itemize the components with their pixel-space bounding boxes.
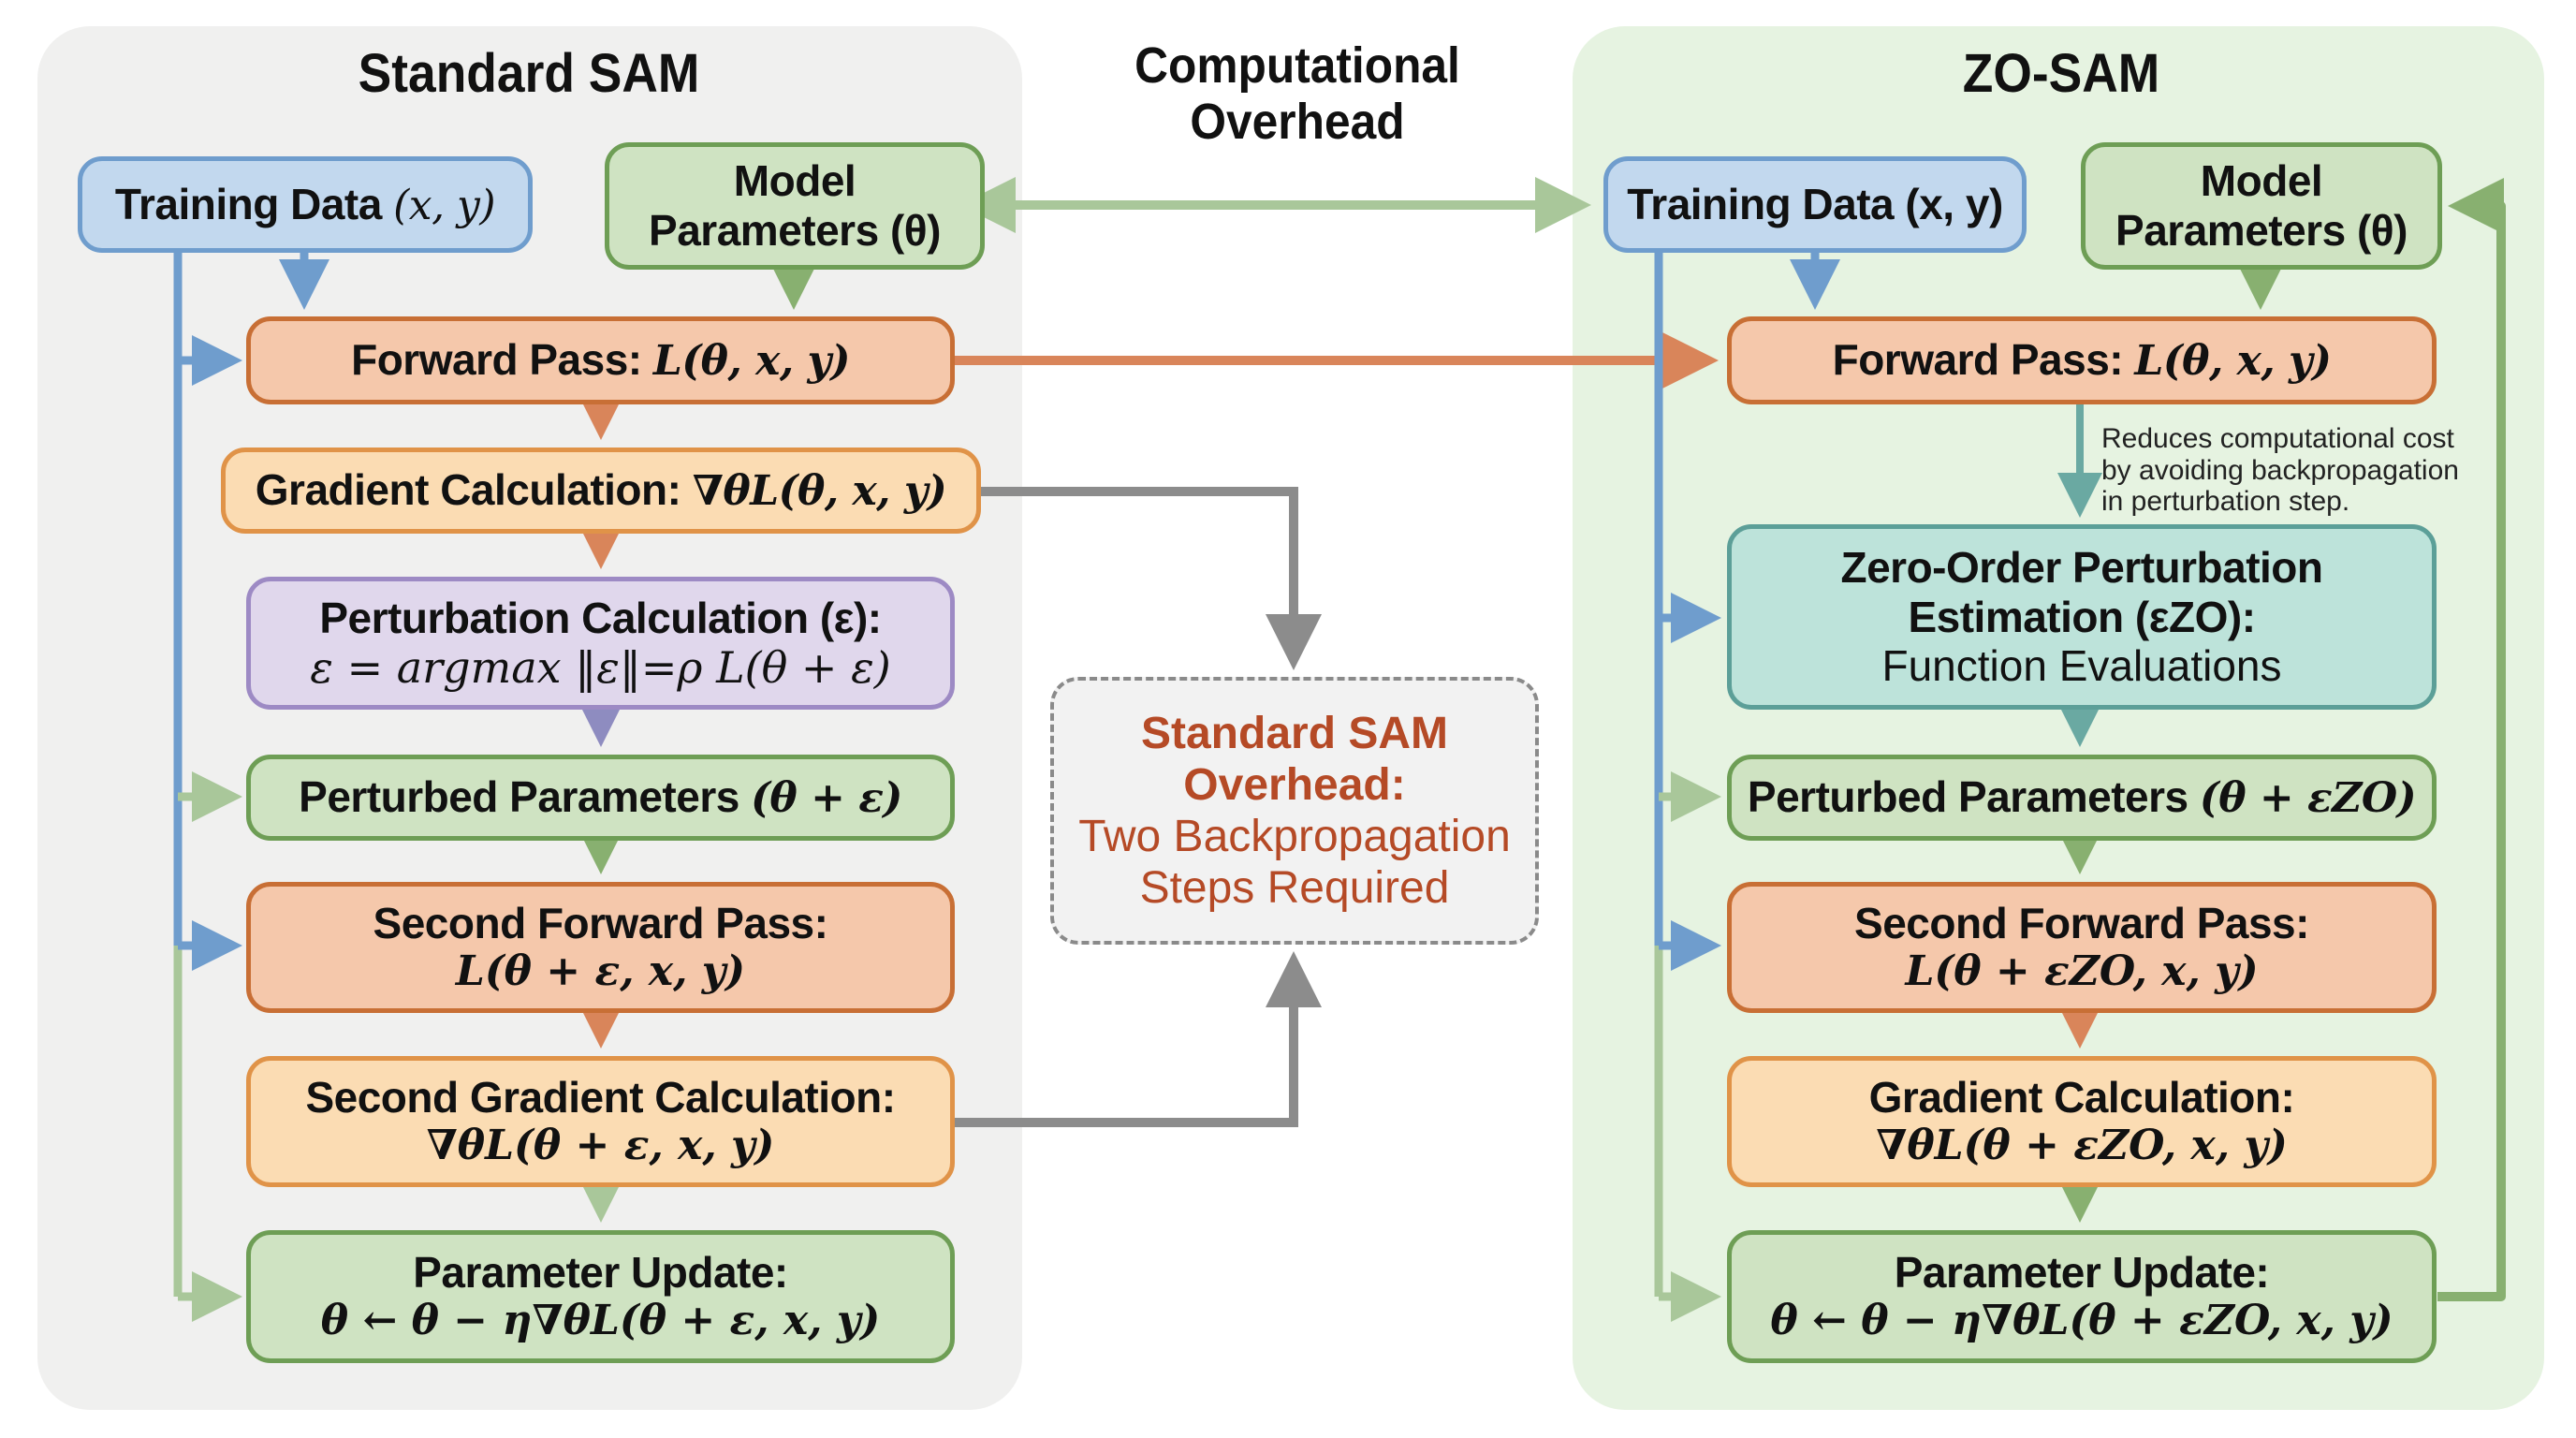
left-wires bbox=[173, 253, 819, 1322]
zo-model-parameters-box: Model Parameters (θ) bbox=[2081, 142, 2442, 270]
perturbation-line1: Perturbation Calculation (ε): bbox=[319, 594, 882, 643]
zo-sam-title: ZO-SAM bbox=[1962, 43, 2160, 104]
zo-model-parameters-line1: Model bbox=[2200, 156, 2323, 206]
zo-parameter-update-formula: θ ← θ − η∇θL(θ + εZO, x, y) bbox=[1770, 1297, 2393, 1345]
zo-gradient-calculation-box: Gradient Calculation: ∇θL(θ + εZO, x, y) bbox=[1727, 1056, 2437, 1187]
forward-pass-box: Forward Pass: L(θ, x, y) bbox=[246, 316, 955, 404]
update-feedback-loop bbox=[2437, 178, 2506, 1301]
computational-overhead-line2: Overhead bbox=[1190, 94, 1405, 151]
perturbed-label: Perturbed Parameters bbox=[299, 772, 752, 822]
perturbed-parameters-box: Perturbed Parameters (θ + ε) bbox=[246, 755, 955, 841]
standard-sam-title: Standard SAM bbox=[358, 43, 700, 104]
second-gradient-to-overhead bbox=[955, 951, 1322, 1127]
parameter-update-formula: θ ← θ − η∇θL(θ + ε, x, y) bbox=[320, 1297, 881, 1345]
second-gradient-calculation-box: Second Gradient Calculation: ∇θL(θ + ε, … bbox=[246, 1056, 955, 1187]
zo-perturbed-parameters-box: Perturbed Parameters (θ + εZO) bbox=[1727, 755, 2437, 841]
model-parameters-line1: Model bbox=[733, 156, 856, 206]
overhead-desc-line1: Two Backpropagation bbox=[1078, 812, 1511, 861]
perturbation-calculation-box: Perturbation Calculation (ε): ε = argmax… bbox=[246, 577, 955, 710]
model-parameters-box: Model Parameters (θ) bbox=[605, 142, 985, 270]
zo-annotation-line2: by avoiding backpropagation bbox=[2101, 454, 2459, 486]
second-gradient-line1: Second Gradient Calculation: bbox=[305, 1073, 896, 1123]
zo-perturbation-line2: Estimation (εZO): bbox=[1908, 592, 2256, 641]
gradient-calculation-box: Gradient Calculation: ∇θL(θ, x, y) bbox=[221, 448, 981, 534]
forward-pass-label: Forward Pass: bbox=[351, 335, 653, 385]
zo-gradient-line1: Gradient Calculation: bbox=[1868, 1073, 2295, 1123]
second-gradient-formula: ∇θL(θ + ε, x, y) bbox=[426, 1122, 775, 1170]
right-wires bbox=[1654, 178, 2506, 1322]
computational-overhead-title: Computational Overhead bbox=[1039, 37, 1556, 151]
zo-cost-annotation: Reduces computational cost by avoiding b… bbox=[2101, 423, 2459, 518]
perturbation-formula: ε = argmax ‖ε‖=ρ L(θ + ε) bbox=[310, 642, 891, 693]
center-wires bbox=[955, 177, 1719, 1127]
zo-perturbation-line3: Function Evaluations bbox=[1881, 641, 2282, 691]
zero-order-perturbation-box: Zero-Order Perturbation Estimation (εZO)… bbox=[1727, 524, 2437, 710]
zo-parameter-update-line1: Parameter Update: bbox=[1894, 1248, 2270, 1298]
zo-second-forward-pass-box: Second Forward Pass: L(θ + εZO, x, y) bbox=[1727, 882, 2437, 1013]
zo-second-forward-line1: Second Forward Pass: bbox=[1854, 899, 2309, 948]
zo-perturbed-math: (θ + εZO) bbox=[2199, 774, 2417, 823]
parameter-update-line1: Parameter Update: bbox=[413, 1248, 788, 1298]
zo-forward-pass-label: Forward Pass: bbox=[1832, 335, 2135, 385]
zo-model-parameters-line2: Parameters (θ) bbox=[2115, 206, 2408, 255]
overhead-desc-line2: Steps Required bbox=[1139, 863, 1450, 914]
zo-gradient-formula: ∇θL(θ + εZO, x, y) bbox=[1876, 1122, 2288, 1170]
training-data-box: Training Data (x, y) bbox=[78, 156, 533, 253]
zo-forward-pass-box: Forward Pass: L(θ, x, y) bbox=[1727, 316, 2437, 404]
second-forward-pass-box: Second Forward Pass: L(θ + ε, x, y) bbox=[246, 882, 955, 1013]
zo-parameter-update-box: Parameter Update: θ ← θ − η∇θL(θ + εZO, … bbox=[1727, 1230, 2437, 1363]
zo-perturbed-label: Perturbed Parameters bbox=[1747, 772, 2200, 822]
gradient-label: Gradient Calculation: bbox=[255, 465, 693, 515]
training-data-math: (x, y) bbox=[393, 181, 496, 229]
overhead-title-line2: Overhead: bbox=[1183, 759, 1406, 810]
zo-perturbation-line1: Zero-Order Perturbation bbox=[1840, 542, 2323, 592]
standard-sam-overhead-box: Standard SAM Overhead: Two Backpropagati… bbox=[1050, 677, 1539, 945]
overhead-title-line1: Standard SAM bbox=[1140, 708, 1449, 758]
zo-annotation-line3: in perturbation step. bbox=[2101, 486, 2350, 518]
zo-forward-pass-math: L(θ, x, y) bbox=[2134, 337, 2332, 386]
zo-training-data-label: Training Data (x, y) bbox=[1627, 180, 2003, 229]
second-forward-line1: Second Forward Pass: bbox=[373, 899, 828, 948]
forward-pass-math: L(θ, x, y) bbox=[652, 337, 851, 386]
zo-training-data-box: Training Data (x, y) bbox=[1603, 156, 2027, 253]
model-parameters-line2: Parameters (θ) bbox=[649, 206, 941, 255]
gradient-math: ∇θL(θ, x, y) bbox=[692, 467, 947, 516]
zo-annotation-line1: Reduces computational cost bbox=[2101, 423, 2454, 454]
training-data-label: Training Data bbox=[114, 179, 394, 228]
zo-second-forward-formula: L(θ + εZO, x, y) bbox=[1905, 947, 2259, 996]
perturbed-math: (θ + ε) bbox=[751, 774, 902, 823]
parameter-update-box: Parameter Update: θ ← θ − η∇θL(θ + ε, x,… bbox=[246, 1230, 955, 1363]
computational-overhead-line1: Computational bbox=[1134, 37, 1460, 94]
second-forward-formula: L(θ + ε, x, y) bbox=[455, 947, 746, 996]
gradient-to-overhead bbox=[981, 487, 1322, 670]
